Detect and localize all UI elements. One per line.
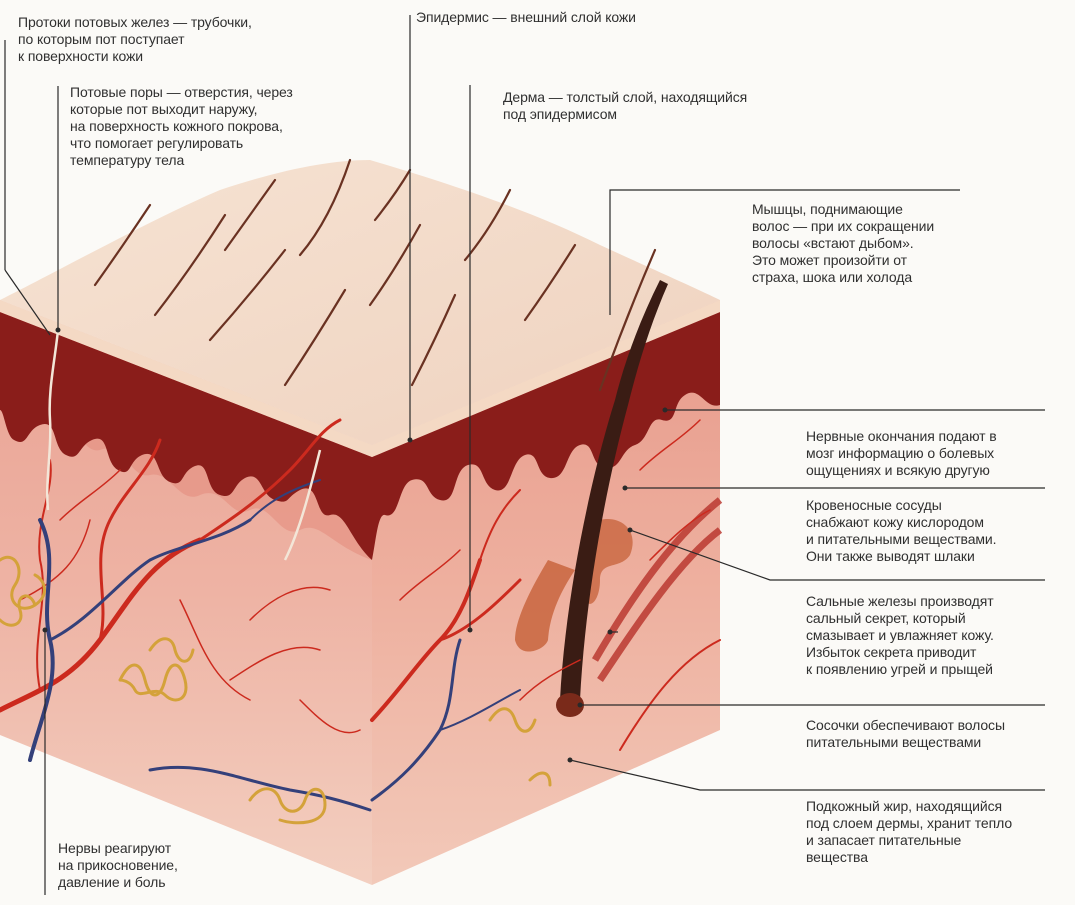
label-blood-vessels: Кровеносные сосуды снабжают кожу кислоро… [806, 497, 1056, 565]
label-sweat-ducts: Протоки потовых желез — трубочки, по кот… [18, 14, 318, 65]
label-papillae: Сосочки обеспечивают волосы питательными… [806, 717, 1056, 751]
label-nerve-endings: Нервные окончания подают в мозг информац… [806, 428, 1056, 479]
label-nerves: Нервы реагируют на прикосновение, давлен… [58, 840, 258, 891]
label-epidermis: Эпидермис — внешний слой кожи [416, 9, 716, 26]
label-arrector-muscles: Мышцы, поднимающие волос — при их сокращ… [752, 201, 992, 286]
label-dermis: Дерма — толстый слой, находящийся под эп… [503, 89, 803, 123]
label-sweat-pores: Потовые поры — отверстия, через которые … [70, 84, 350, 169]
label-subcutaneous-fat: Подкожный жир, находящийся под слоем дер… [806, 798, 1056, 866]
label-sebaceous-glands: Сальные железы производят сальный секрет… [806, 593, 1056, 678]
